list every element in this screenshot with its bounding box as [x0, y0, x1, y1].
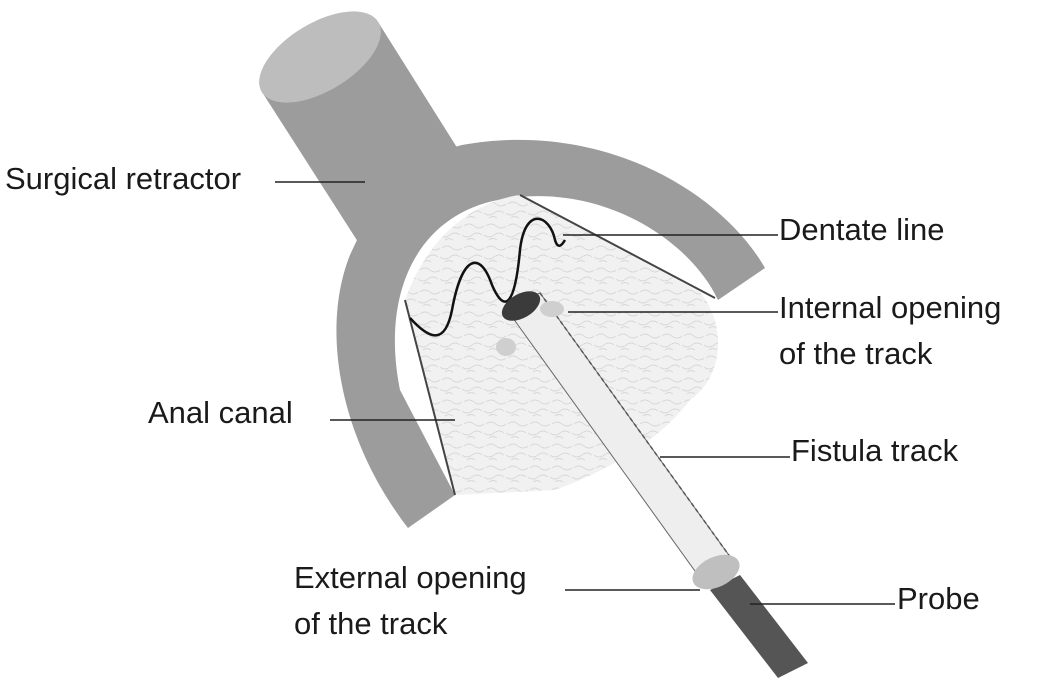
label-probe: Probe [897, 581, 980, 616]
internal-opening [501, 291, 541, 321]
label-fistula-track: Fistula track [791, 433, 959, 468]
mucosal-shadow-2 [540, 301, 564, 317]
external-opening [692, 554, 740, 590]
mucosal-shadow [496, 338, 516, 356]
probe [710, 575, 808, 678]
label-anal-canal: Anal canal [148, 395, 293, 430]
label-dentate-line: Dentate line [779, 212, 945, 247]
label-external-opening: External opening of the track [294, 560, 527, 641]
label-internal-opening: Internal opening of the track [779, 290, 1002, 371]
leader-lines [275, 181, 895, 605]
label-surgical-retractor: Surgical retractor [5, 161, 242, 196]
dentate-line [409, 217, 567, 337]
surgical-retractor [259, 11, 765, 528]
